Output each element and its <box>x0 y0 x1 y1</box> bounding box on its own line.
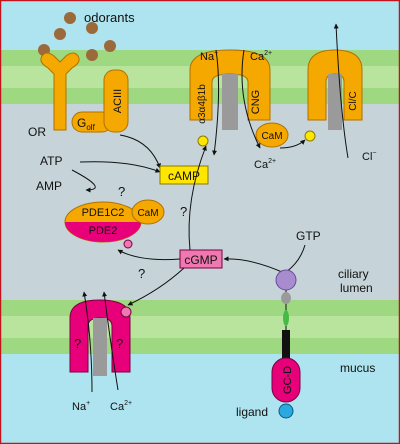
cam-pde <box>131 199 165 225</box>
gcd-catalytic-domain <box>275 269 297 291</box>
bottom-channel-arrows <box>82 291 119 393</box>
channel-question-1: ? <box>74 336 81 351</box>
gcd-transmembrane <box>282 330 290 358</box>
pde2-enzyme <box>65 222 141 242</box>
odorant-receptor <box>40 52 80 131</box>
odorants-label: odorants <box>84 10 135 25</box>
cng-binding-site <box>197 135 209 147</box>
amp-label: AMP <box>36 179 62 193</box>
camp-label: cAMP <box>168 169 200 183</box>
gcd-kinase-domain <box>283 310 289 326</box>
center-question: ? <box>180 204 187 219</box>
ca-mid-label: Ca2+ <box>254 158 276 171</box>
gtp-label: GTP <box>296 229 321 243</box>
cgmp-label: cGMP <box>184 253 217 267</box>
pde1c2-label: PDE1C2 <box>82 207 125 219</box>
cam-cng <box>255 122 289 148</box>
ciliary-label: ciliary <box>338 267 369 281</box>
mucus-label: mucus <box>340 361 375 375</box>
cng-pore <box>222 74 238 130</box>
cl-label: Cl− <box>362 150 376 163</box>
ca-top-label: Ca2+ <box>250 50 272 63</box>
cam-cng-label: CaM <box>261 131 282 142</box>
pde2-binding-site <box>123 239 133 249</box>
clc-pore <box>328 74 342 130</box>
unknown-channel-pore <box>93 318 107 376</box>
gcd-label: GC-D <box>282 366 294 394</box>
channel-question-2: ? <box>116 336 123 351</box>
ligand-label: ligand <box>236 405 268 419</box>
lower-membrane-core <box>0 316 400 338</box>
lumen-label: lumen <box>340 281 373 295</box>
camp-box <box>159 165 209 185</box>
clc-label: Cl/C <box>348 91 359 110</box>
cng-label: CNG <box>250 90 262 114</box>
atp-label: ATP <box>40 154 62 168</box>
alpha-subunits-label: α3α4β1b <box>197 84 208 124</box>
gcd-linker <box>281 292 291 304</box>
pde-question: ? <box>118 184 125 199</box>
na-bottom-label: Na+ <box>72 400 90 413</box>
pde2-label: PDE2 <box>89 225 118 237</box>
aciii-enzyme <box>103 69 129 133</box>
ca-bottom-label: Ca2+ <box>110 400 132 413</box>
ligand-molecule <box>278 403 294 419</box>
aciii-label: ACIII <box>112 89 124 113</box>
gcd-receptor <box>271 357 301 403</box>
cam-pde-label: CaM <box>137 208 158 219</box>
left-question: ? <box>138 266 145 281</box>
signaling-arrows-top <box>71 23 349 193</box>
unknown-channel-site <box>120 306 132 318</box>
golf-label: Golf <box>77 116 96 132</box>
or-label: OR <box>28 125 46 139</box>
clc-binding-site <box>304 130 316 142</box>
